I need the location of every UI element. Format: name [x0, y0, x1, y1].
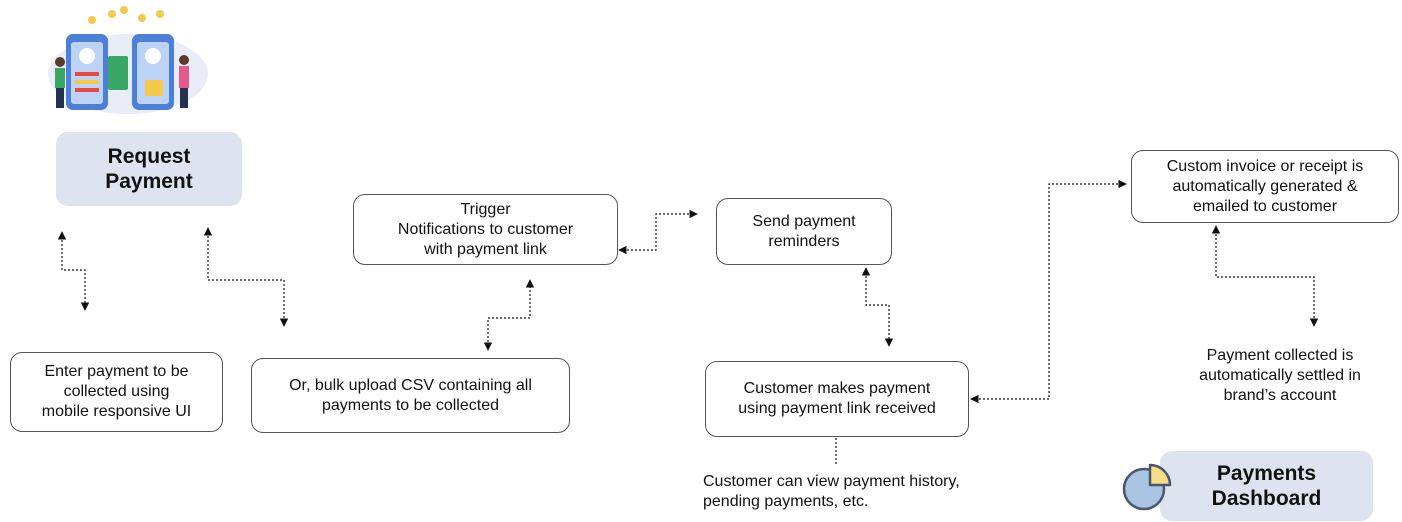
settlement-note: Payment collected is automatically settl… — [1199, 347, 1361, 404]
payment-history-note: Customer can view payment history, pendi… — [703, 473, 960, 510]
enter-payment-box: Enter payment to be collected using mobi… — [10, 352, 223, 432]
mobile-payment-illustration-icon — [42, 4, 214, 118]
invoice-box: Custom invoice or receipt is automatical… — [1131, 150, 1399, 223]
payments-dashboard-title: Payments Dashboard — [1160, 451, 1373, 521]
bulk-upload-box: Or, bulk upload CSV containing all payme… — [251, 358, 570, 433]
request-payment-title: Request Payment — [56, 132, 242, 206]
customer-payment-box: Customer makes payment using payment lin… — [705, 361, 969, 437]
trigger-notifications-box: Trigger Notifications to customer with p… — [353, 194, 618, 265]
send-reminders-box: Send payment reminders — [716, 198, 892, 265]
pie-chart-icon — [1120, 462, 1174, 512]
